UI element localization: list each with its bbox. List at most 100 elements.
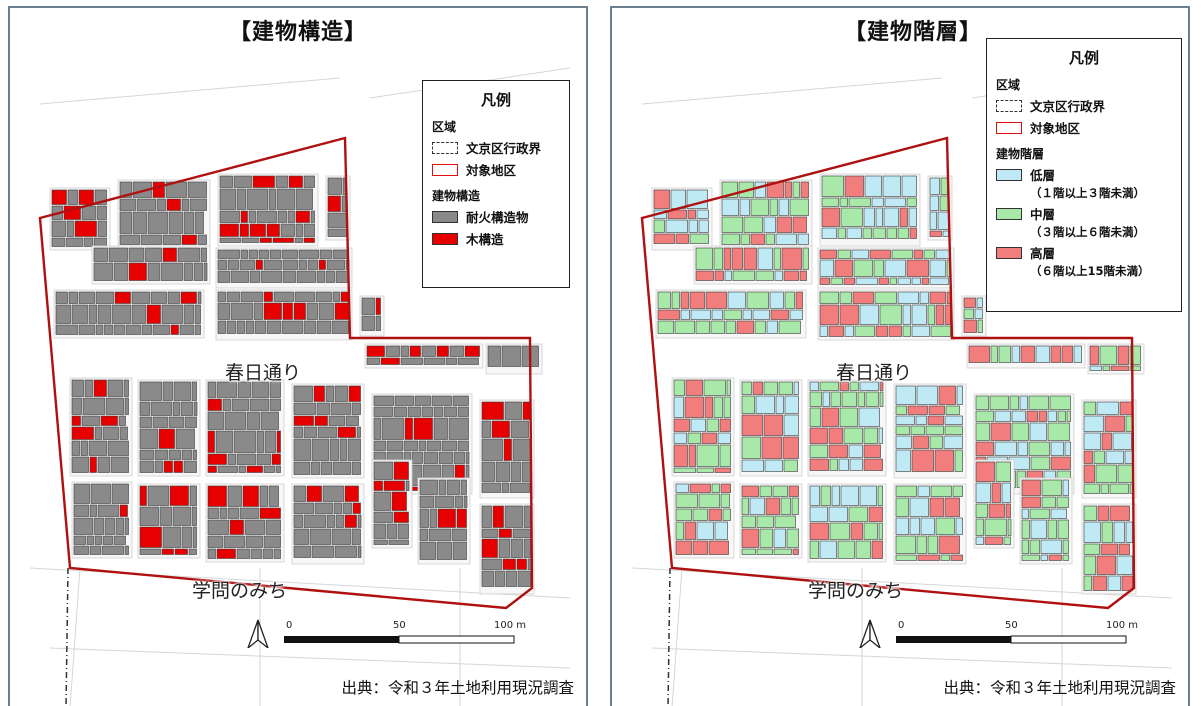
building <box>895 485 917 497</box>
building <box>1011 410 1026 422</box>
low-rise-swatch <box>996 168 1022 181</box>
building <box>256 210 277 223</box>
building <box>375 315 381 331</box>
building <box>911 277 921 285</box>
building <box>197 234 207 245</box>
building <box>884 259 906 277</box>
building <box>288 175 303 188</box>
building <box>976 297 983 308</box>
building <box>240 249 248 259</box>
building <box>448 417 469 440</box>
building <box>1083 464 1095 483</box>
building <box>714 521 728 540</box>
legend-item-high-rise: 高層 <box>996 243 1181 262</box>
building <box>911 325 930 337</box>
building <box>1040 554 1048 561</box>
building <box>93 247 108 262</box>
structure-map[interactable] <box>10 8 588 706</box>
building <box>429 508 437 528</box>
building <box>1083 401 1096 415</box>
building <box>55 291 68 304</box>
building <box>780 497 791 515</box>
building <box>104 517 115 535</box>
building <box>1062 554 1069 561</box>
building <box>749 497 765 515</box>
building <box>850 522 863 540</box>
building <box>789 198 809 216</box>
building <box>909 497 929 517</box>
building <box>175 428 195 449</box>
building <box>320 461 332 475</box>
building <box>687 209 696 219</box>
floors-map[interactable] <box>612 8 1190 706</box>
building <box>821 197 839 207</box>
building <box>189 198 207 211</box>
building <box>262 548 273 559</box>
building <box>775 395 784 414</box>
building <box>383 480 405 491</box>
building <box>433 417 448 440</box>
scale-tick-50: 50 <box>1005 620 1018 631</box>
building <box>115 517 124 535</box>
building <box>994 441 1017 456</box>
building <box>915 415 927 425</box>
building <box>1095 464 1117 483</box>
building <box>673 379 685 396</box>
building <box>1125 521 1133 543</box>
building <box>441 440 457 451</box>
building <box>388 539 409 545</box>
building <box>407 406 421 417</box>
building <box>331 528 351 545</box>
building <box>189 485 197 506</box>
building <box>95 291 114 304</box>
building <box>1050 508 1067 519</box>
building <box>923 249 935 259</box>
building <box>719 418 731 432</box>
building <box>139 485 147 506</box>
building <box>236 188 246 210</box>
building <box>863 522 878 540</box>
building <box>895 405 907 415</box>
building <box>219 507 227 519</box>
building <box>899 207 908 227</box>
building <box>713 396 723 418</box>
building <box>119 234 140 245</box>
building <box>935 249 951 259</box>
building <box>282 259 298 270</box>
building <box>809 381 819 391</box>
building <box>657 309 680 320</box>
building <box>316 320 331 334</box>
building <box>1061 345 1073 363</box>
building <box>86 535 94 545</box>
building <box>73 483 90 504</box>
building <box>181 198 189 211</box>
building <box>750 198 769 216</box>
building <box>882 175 901 197</box>
building <box>254 320 266 334</box>
building <box>90 483 111 504</box>
structure-map-panel: 【建物構造】 春日通り 学問のみち 凡例 区域 文京区行政界 対象地区 建物構造… <box>8 6 588 706</box>
building <box>769 291 784 309</box>
building <box>269 249 281 259</box>
building <box>944 304 951 325</box>
building <box>1096 401 1119 415</box>
building <box>207 381 216 398</box>
building <box>373 440 386 451</box>
building <box>325 385 334 402</box>
building <box>1083 575 1092 591</box>
building <box>938 385 956 405</box>
building <box>1083 505 1097 521</box>
building <box>1056 496 1069 508</box>
building <box>451 528 467 541</box>
building <box>74 220 97 237</box>
building <box>974 308 983 319</box>
building <box>119 504 128 517</box>
building <box>696 521 714 540</box>
building <box>276 188 295 210</box>
building <box>242 485 259 507</box>
building <box>404 417 413 440</box>
building <box>695 270 714 281</box>
building <box>191 506 197 526</box>
building <box>673 467 696 473</box>
building <box>834 259 853 277</box>
